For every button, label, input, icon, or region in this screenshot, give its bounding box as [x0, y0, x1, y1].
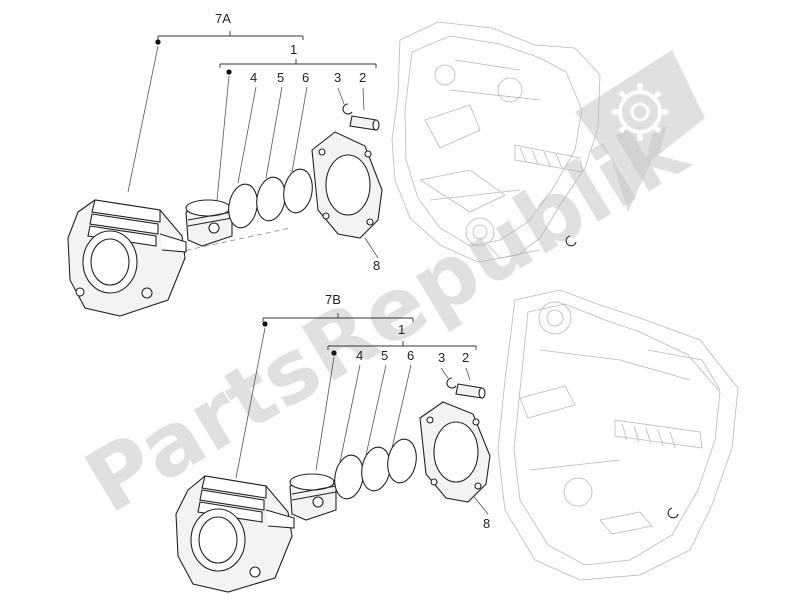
circlip-part — [446, 377, 457, 389]
callout-dot — [226, 69, 232, 75]
group-7b: 7B 1 4 5 6 3 2 8 — [175, 292, 679, 593]
cylinder-part — [67, 199, 187, 317]
part-label-6: 6 — [302, 70, 309, 85]
engine-case-outline-top — [391, 21, 601, 263]
part-label-4: 4 — [250, 70, 257, 85]
wrist-pin-part — [455, 383, 486, 399]
piston-ring-5 — [256, 176, 286, 222]
callout-dot — [155, 39, 161, 45]
callout-dot — [262, 321, 268, 327]
piston-part — [289, 473, 337, 521]
callout-dot — [331, 350, 337, 356]
engine-case-outline-bottom — [497, 289, 739, 581]
part-label-2: 2 — [462, 350, 469, 365]
piston-ring-6 — [283, 168, 313, 214]
circlip-part — [342, 103, 353, 115]
kit-label: 1 — [290, 42, 297, 57]
cylinder-part — [175, 475, 295, 593]
part-label-3: 3 — [438, 350, 445, 365]
cylinder-gasket-part — [311, 131, 383, 239]
part-label-4: 4 — [356, 348, 363, 363]
part-label-5: 5 — [381, 348, 388, 363]
wrist-pin-part — [349, 115, 380, 131]
piston-part — [185, 199, 233, 247]
group-7a: 7A 1 4 5 6 3 2 8 — [67, 11, 577, 317]
group-label: 7A — [215, 11, 231, 26]
piston-ring-4 — [334, 454, 364, 500]
gear-icon — [575, 50, 705, 212]
cylinder-gasket-part — [419, 401, 491, 503]
part-label-8: 8 — [483, 516, 490, 531]
group-label: 7B — [325, 292, 341, 307]
piston-ring-6 — [387, 438, 417, 484]
clip-part — [565, 235, 577, 247]
part-label-5: 5 — [277, 70, 284, 85]
part-label-3: 3 — [334, 70, 341, 85]
part-label-6: 6 — [407, 348, 414, 363]
part-label-2: 2 — [359, 70, 366, 85]
part-label-8: 8 — [373, 258, 380, 273]
clip-part — [667, 507, 679, 519]
kit-label: 1 — [398, 322, 405, 337]
